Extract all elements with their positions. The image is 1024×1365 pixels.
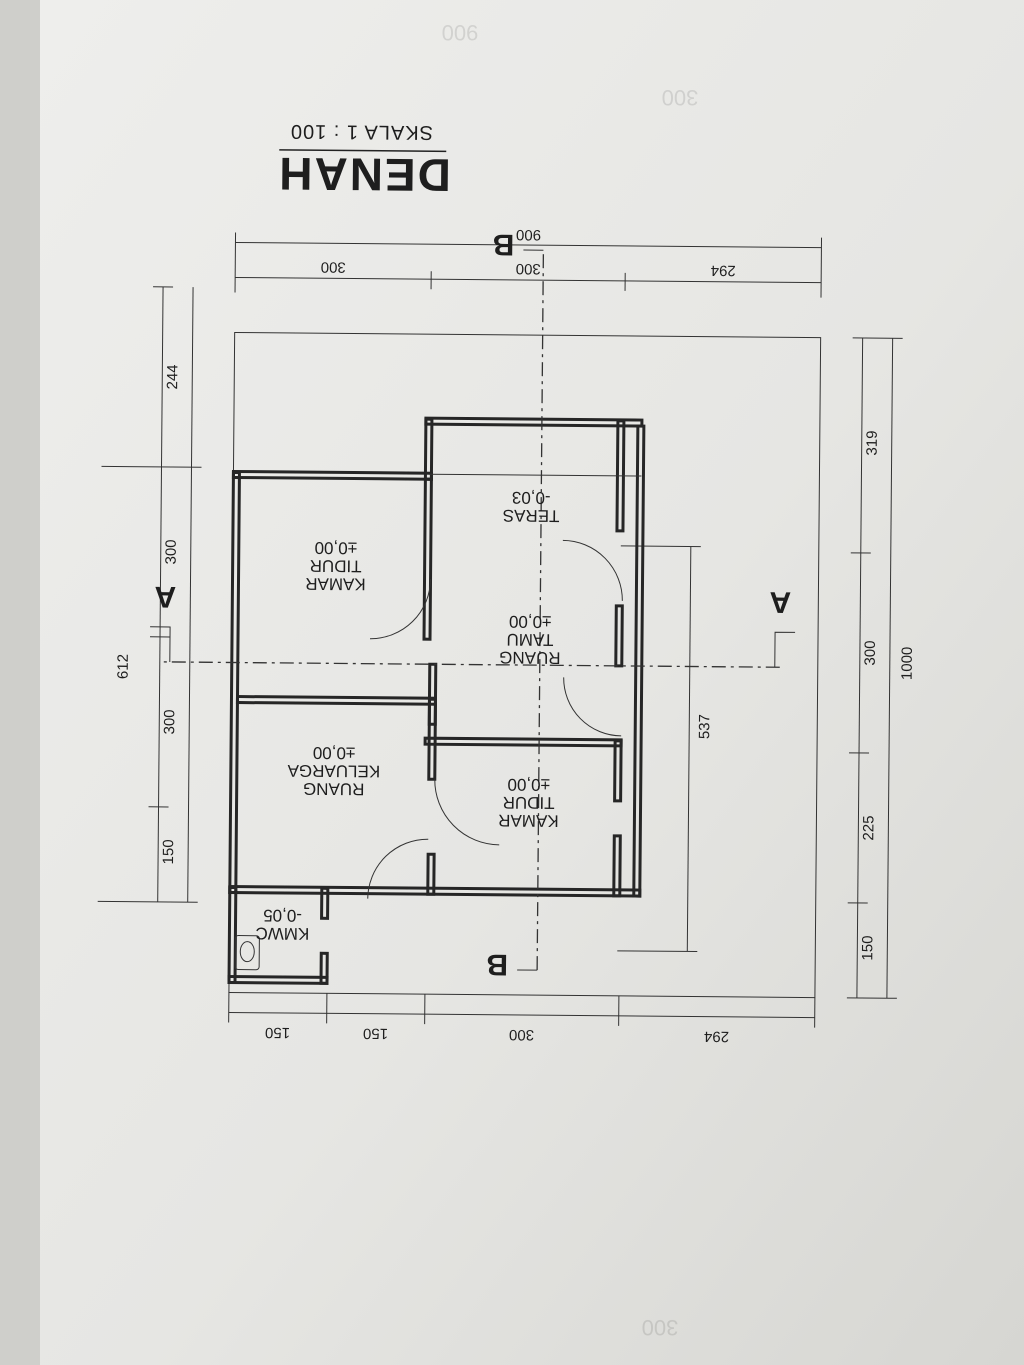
ghost-print-through: 900 300 300 — [442, 20, 699, 1340]
dim-top-total: 900 — [516, 226, 541, 243]
dim-left-total: 612 — [115, 654, 132, 679]
walls — [227, 416, 646, 985]
dimension-chain-right: 1000 150 225 300 319 — [846, 337, 916, 999]
paper-sheet — [40, 0, 1024, 1365]
section-marker-b-bottom: B — [486, 948, 508, 981]
room-level: ±0,00 — [313, 743, 356, 762]
dim-bottom-4: 294 — [704, 1028, 729, 1045]
section-marker-a-left: A — [154, 580, 176, 613]
room-level: -0,03 — [512, 488, 551, 507]
dim-inner-537: 537 — [696, 714, 713, 739]
dim-right-3: 225 — [860, 815, 877, 840]
drawing-title: DENAH — [277, 148, 451, 202]
dim-top-right: 294 — [711, 262, 736, 279]
drawing-scale: SKALA 1 : 100 — [290, 120, 433, 143]
room-label-line1: KAMAR — [498, 811, 559, 831]
dim-left-3: 150 — [160, 839, 177, 864]
dim-right-1: 319 — [864, 430, 881, 455]
dim-left-top: 244 — [164, 364, 181, 389]
dim-left-2: 300 — [161, 709, 178, 734]
section-lines: A A B B — [150, 228, 796, 981]
room-label-line1: KMWC — [255, 924, 309, 943]
dim-top-mid: 300 — [516, 260, 541, 277]
dim-bottom-3: 300 — [509, 1026, 534, 1043]
dim-right-2: 300 — [862, 640, 879, 665]
svg-text:300: 300 — [642, 1315, 679, 1340]
dim-right-total: 1000 — [899, 647, 916, 681]
dimension-chain-bottom: 294 300 150 150 — [228, 992, 816, 1045]
dimension-inner: 537 — [617, 545, 713, 953]
room-label-line1: TERAS — [503, 506, 560, 525]
dim-right-4: 150 — [859, 935, 876, 960]
room-label-line2: KELUARGA — [287, 761, 380, 781]
room-level: ±0,00 — [315, 538, 358, 557]
dim-left-1: 300 — [163, 539, 180, 564]
room-label-line2: TIDUR — [503, 793, 555, 812]
room-ruang-keluarga: RUANG KELUARGA ±0,00 — [287, 743, 380, 799]
title-underline — [279, 149, 447, 153]
room-label-line2: TAMU — [506, 630, 553, 649]
svg-text:900: 900 — [442, 20, 479, 45]
room-level: ±0,00 — [507, 775, 550, 794]
dimension-chain-left: 612 244 300 300 150 — [97, 286, 202, 903]
room-kamar-tidur-top: KAMAR TIDUR ±0,00 — [305, 538, 366, 594]
rotated-plan-group: DENAH SKALA 1 : 100 900 294 300 300 294 — [97, 120, 916, 1045]
room-level: ±0,00 — [509, 612, 552, 631]
doors — [367, 539, 623, 899]
dim-bottom-2: 150 — [363, 1025, 388, 1042]
room-kmwc: KMWC -0,05 — [255, 906, 309, 943]
room-label-line1: KAMAR — [305, 574, 366, 594]
room-ruang-tamu: RUANG TAMU ±0,00 — [499, 612, 561, 668]
svg-text:300: 300 — [662, 85, 699, 110]
section-marker-a-right: A — [769, 585, 791, 618]
dim-top-left: 300 — [321, 258, 346, 275]
toilet-fixture — [234, 935, 260, 971]
room-label-line1: RUANG — [499, 648, 561, 668]
room-level: -0,05 — [263, 906, 302, 925]
dimension-chain-top: 900 294 300 300 — [234, 226, 823, 298]
room-label-line1: RUANG — [303, 779, 365, 799]
section-marker-b-top: B — [492, 228, 514, 261]
room-kamar-tidur-bottom: KAMAR TIDUR ±0,00 — [498, 775, 559, 831]
room-label-line2: TIDUR — [310, 556, 362, 575]
dim-bottom-1: 150 — [265, 1024, 290, 1041]
room-teras: TERAS -0,03 — [503, 488, 560, 525]
